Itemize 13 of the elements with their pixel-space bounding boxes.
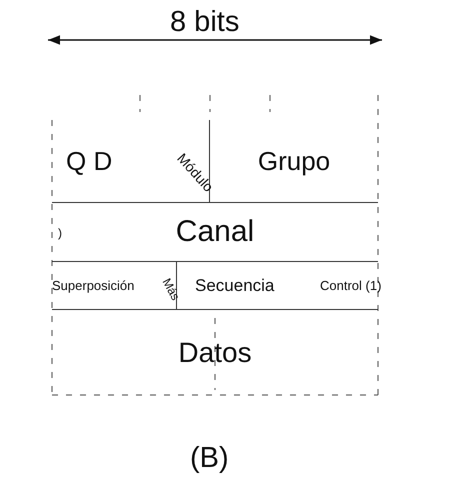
caption: (B) bbox=[190, 442, 229, 475]
field-name: Grupo bbox=[258, 146, 330, 176]
dimension-label: 8 bits bbox=[170, 6, 240, 39]
field-name: Control (1) bbox=[320, 278, 382, 293]
field-name: Q D bbox=[66, 146, 112, 176]
field-name: Secuencia bbox=[195, 276, 274, 296]
field-name: Superposición bbox=[52, 278, 134, 293]
field-cell bbox=[52, 120, 210, 203]
field-name: Más bbox=[160, 276, 183, 303]
field-name: Datos bbox=[178, 336, 252, 368]
field-name: Canal bbox=[176, 215, 254, 249]
text-fragment: ) bbox=[58, 226, 62, 240]
field-cell bbox=[52, 262, 177, 310]
